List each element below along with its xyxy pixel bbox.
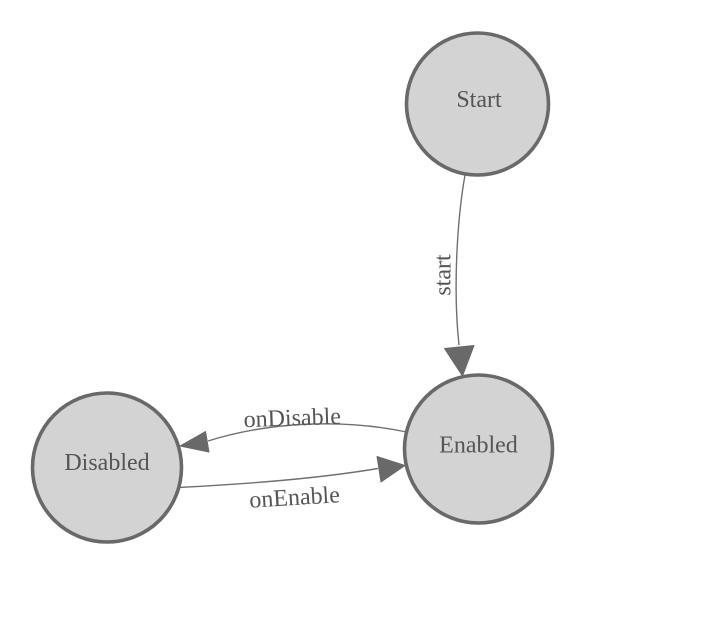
state-node-disabled-label: Disabled bbox=[64, 450, 149, 476]
state-node-disabled: Disabled bbox=[30, 391, 184, 544]
state-node-disabled-circle bbox=[30, 391, 184, 544]
edge-label-ondisable: onDisable bbox=[243, 404, 341, 433]
state-node-start-circle bbox=[404, 31, 551, 177]
edge-label-onenable: onEnable bbox=[249, 482, 341, 513]
arrowhead-into-enabled-from-disabled-icon bbox=[376, 456, 406, 483]
edge-start-to-enabled: start bbox=[431, 174, 475, 377]
state-node-enabled-circle bbox=[402, 373, 555, 525]
edge-disabled-to-enabled-line bbox=[177, 467, 379, 489]
arrowhead-into-disabled-icon bbox=[179, 431, 210, 453]
edge-start-to-enabled-line bbox=[455, 174, 466, 346]
arrowhead-into-enabled-icon bbox=[444, 345, 475, 377]
edge-enabled-to-disabled: onDisable bbox=[179, 404, 407, 453]
state-node-enabled: Enabled bbox=[402, 373, 555, 525]
edge-label-start: start bbox=[431, 254, 457, 296]
state-node-enabled-label: Enabled bbox=[439, 433, 518, 459]
state-node-start-label: Start bbox=[456, 87, 502, 113]
edge-disabled-to-enabled: onEnable bbox=[177, 456, 406, 514]
edge-enabled-to-disabled-line bbox=[207, 423, 407, 442]
state-node-start: Start bbox=[404, 31, 551, 177]
